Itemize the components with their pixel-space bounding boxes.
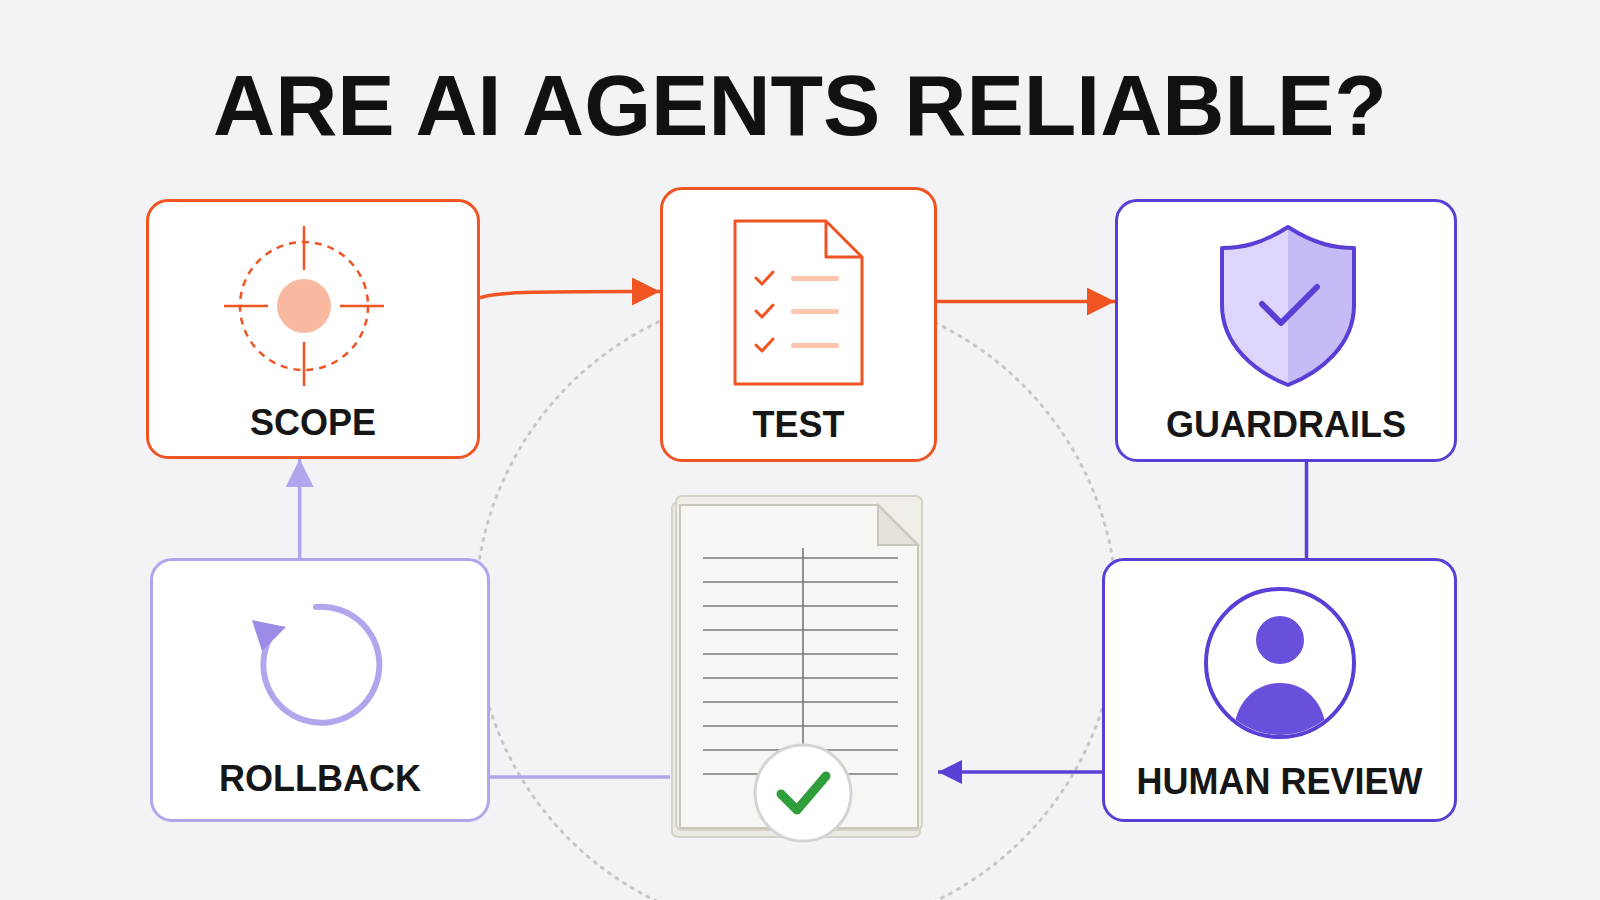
flow-line (490, 775, 670, 779)
page-fold (878, 505, 918, 545)
person-icon (1206, 589, 1354, 740)
process-box: HUMAN REVIEW (1102, 558, 1457, 822)
diagram-title: ARE AI AGENTS RELIABLE? (0, 62, 1600, 148)
checklist-icon (735, 221, 862, 384)
flow-connector (480, 292, 660, 298)
flow-connector (937, 300, 1115, 304)
back-page (676, 496, 922, 830)
check-mark (781, 776, 826, 810)
front-page (680, 505, 918, 828)
check-badge (755, 745, 851, 841)
flow-line (938, 770, 1102, 774)
flow-connector (298, 459, 302, 558)
process-box: GUARDRAILS (1115, 199, 1457, 462)
node-label: ROLLBACK (219, 761, 421, 797)
node-label: GUARDRAILS (1166, 407, 1406, 443)
process-box: SCOPE (146, 199, 480, 459)
rollback-icon (252, 607, 379, 723)
node-label: TEST (752, 407, 844, 443)
process-box: ROLLBACK (150, 558, 490, 822)
node-label: SCOPE (250, 405, 376, 441)
flow-connector (1305, 462, 1309, 558)
node-label: HUMAN REVIEW (1137, 764, 1423, 800)
back-page (672, 502, 920, 837)
shield-icon (1222, 227, 1354, 385)
document-stack (672, 496, 922, 841)
process-box: TEST (660, 187, 937, 462)
table-lines (703, 548, 898, 784)
target-icon (224, 226, 384, 386)
